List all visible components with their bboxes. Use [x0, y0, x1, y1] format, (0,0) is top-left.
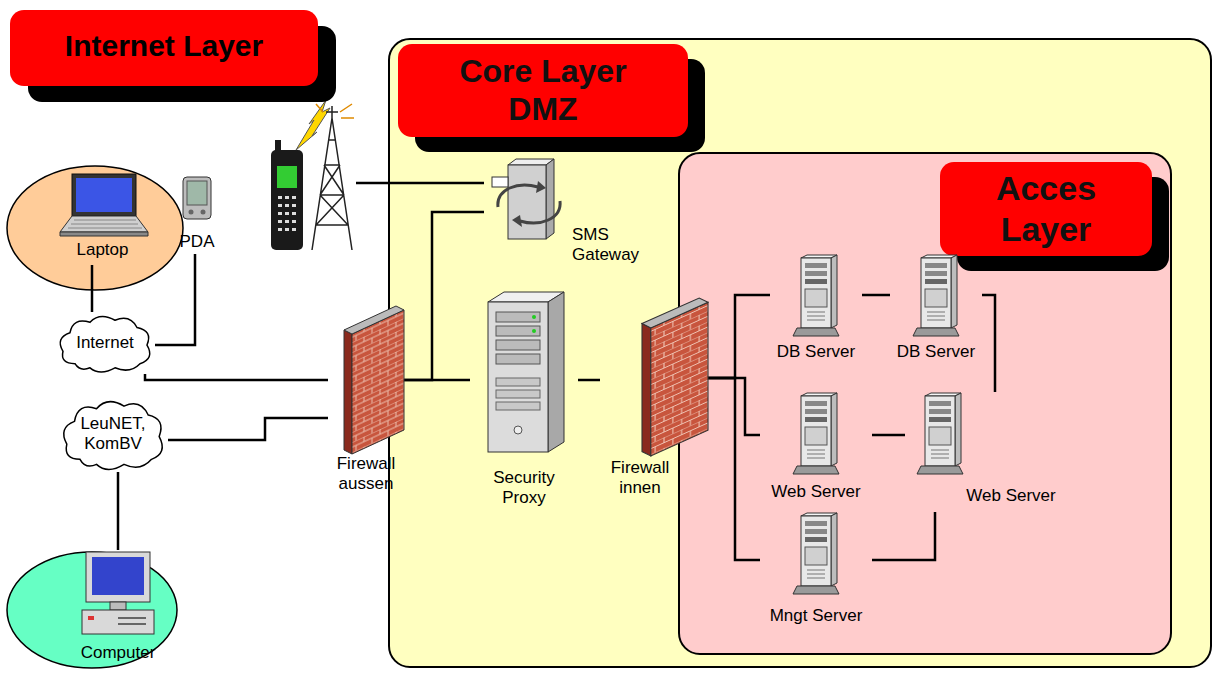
network-link — [578, 379, 600, 382]
network-link — [872, 512, 935, 560]
access-region: Acces Layer DB Server DB ServerWeb Server W… — [678, 152, 1172, 655]
firewall-icon — [642, 298, 708, 458]
gateway-node: SMS Gateway — [484, 155, 669, 273]
network-link — [872, 434, 905, 437]
network-link — [117, 472, 120, 550]
device-node: Laptop — [50, 172, 155, 265]
network-link — [708, 295, 770, 378]
signal-bolt — [296, 100, 330, 150]
device-node: Computer — [68, 550, 168, 666]
server-icon — [791, 512, 841, 596]
radio-tower — [312, 106, 352, 250]
firewall-node: Firewall aussen — [328, 306, 404, 504]
node-label: Web Server — [760, 482, 872, 502]
node-label: Firewall innen — [600, 458, 680, 498]
layer-heading: Core Layer DMZ — [398, 44, 688, 137]
network-link — [155, 254, 195, 345]
client-group-ellipse — [7, 552, 177, 668]
server-node: Mngt Server — [760, 512, 872, 630]
server-icon — [915, 392, 965, 476]
device-group-ellipse — [7, 166, 183, 290]
network-link — [982, 295, 995, 392]
mobile-phone — [271, 140, 303, 250]
network-link — [404, 379, 470, 382]
server-node: DB Server — [770, 254, 862, 366]
server-icon — [911, 254, 961, 338]
node-label: DB Server — [770, 342, 862, 362]
server-node: Web Server — [905, 392, 1070, 512]
gateway-icon — [488, 157, 568, 242]
server-node: DB Server — [890, 254, 982, 366]
layer-heading: Acces Layer — [940, 162, 1152, 256]
network-link — [145, 374, 328, 380]
network-cloud: LeuNET, KomBV — [58, 396, 168, 472]
dmz-region: Core Layer DMZ SMS GatewaySecurity Proxy F… — [388, 38, 1212, 668]
node-label: Security Proxy — [479, 468, 569, 508]
proxy-server-icon — [484, 288, 569, 460]
network-link — [708, 378, 760, 435]
server-node: Web Server — [760, 392, 872, 506]
network-link — [91, 265, 94, 312]
device-node: PDA — [172, 176, 222, 254]
layer-title: Internet Layer — [10, 28, 318, 64]
node-label: Firewall aussen — [328, 454, 404, 494]
node-label: DB Server — [890, 342, 982, 362]
network-link — [404, 212, 484, 380]
node-label: Web Server — [955, 486, 1067, 506]
radio-link-wire — [356, 182, 484, 185]
antenna-rays — [316, 104, 354, 118]
network-link — [708, 378, 760, 560]
layer-badge: Internet Layer — [10, 10, 318, 86]
computer-icon — [80, 550, 156, 638]
server-icon — [791, 392, 841, 476]
server-icon — [791, 254, 841, 338]
node-label: PDA — [172, 232, 222, 252]
firewall-node: Firewall innen — [600, 298, 708, 504]
node-label: Computer — [68, 643, 168, 663]
laptop-icon — [58, 172, 148, 237]
node-label: SMS Gateway — [572, 225, 662, 265]
node-label: LeuNET, KomBV — [68, 414, 158, 454]
network-link — [168, 418, 328, 440]
firewall-icon — [344, 306, 404, 456]
node-label: Laptop — [50, 240, 155, 260]
pda-icon — [181, 176, 213, 220]
network-cloud: Internet — [55, 312, 155, 374]
network-link — [862, 294, 890, 297]
node-label: Mngt Server — [760, 606, 872, 626]
node-label: Internet — [55, 333, 155, 353]
proxy-node: Security Proxy — [470, 288, 578, 516]
